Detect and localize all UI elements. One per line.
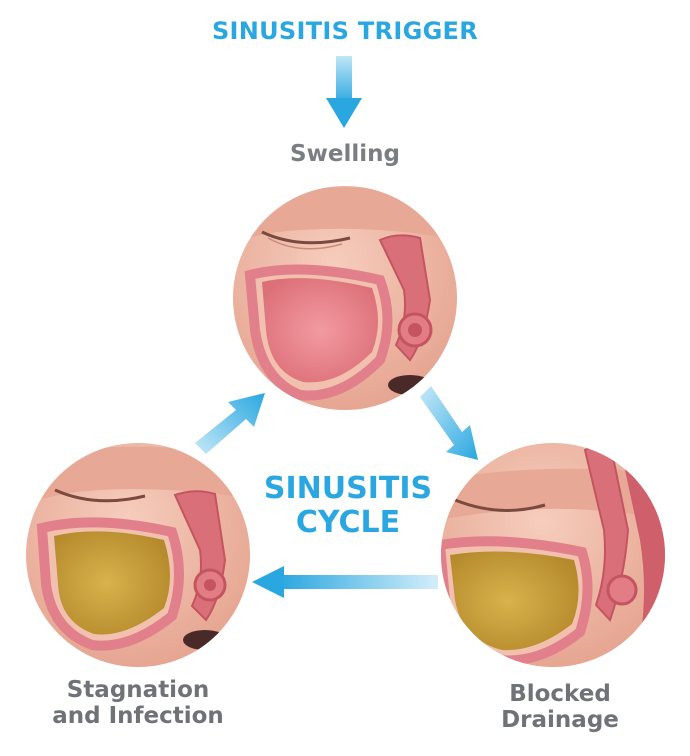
stagnation-illustration [26, 443, 250, 667]
arrow-swelling-to-blocked [420, 386, 478, 460]
blocked-drainage-illustration [441, 443, 665, 667]
stagnation-label: Stagnation and Infection [28, 677, 248, 730]
stagnation-label-line2: and Infection [52, 702, 224, 729]
swelling-illustration [233, 186, 457, 410]
blocked-label-line1: Blocked [509, 681, 611, 707]
trigger-arrow [326, 56, 362, 128]
cycle-title-line1: SINUSITIS [263, 471, 433, 506]
blocked-label-line2: Drainage [501, 706, 619, 733]
arrow-blocked-to-stagnation [252, 566, 438, 598]
arrow-stagnation-to-swelling [195, 393, 265, 454]
cycle-title-line2: CYCLE [295, 504, 401, 540]
blocked-label: Blocked Drainage [450, 681, 670, 734]
swelling-label: Swelling [290, 141, 400, 167]
cycle-title: SINUSITIS CYCLE [238, 472, 458, 539]
trigger-label: SINUSITIS TRIGGER [211, 17, 479, 45]
stagnation-label-line1: Stagnation [66, 677, 210, 703]
